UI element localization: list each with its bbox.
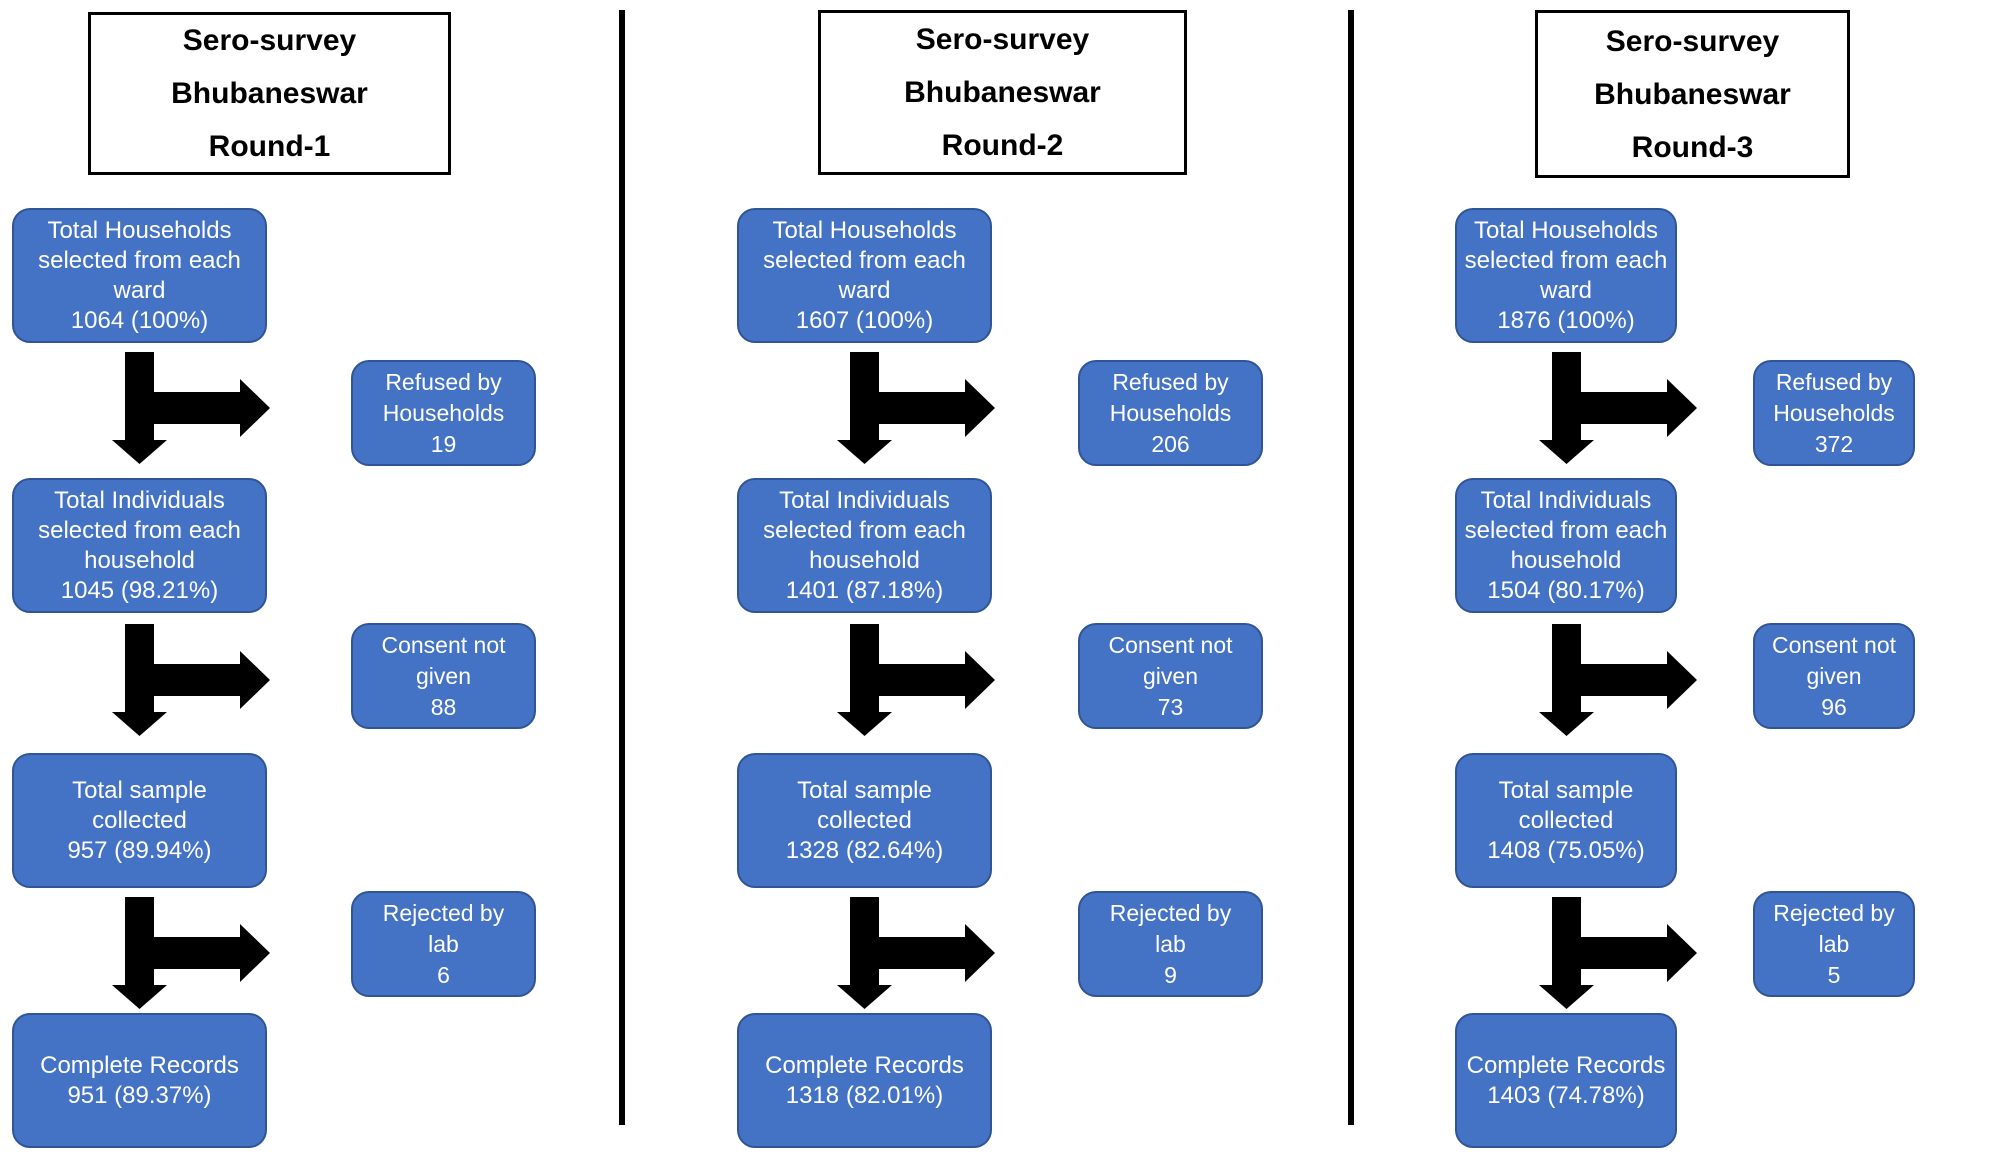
exclusion-box-value: 5	[1827, 961, 1841, 988]
flow-box-total-households-r1: Total Households selected from each ward…	[12, 208, 267, 343]
flow-box-total-individuals-r1: Total Individuals selected from each hou…	[12, 478, 267, 613]
exclusion-box-value: 88	[430, 693, 457, 720]
flow-box-complete-records-r2: Complete Records 1318 (82.01%)	[737, 1013, 992, 1148]
flow-box-total-individuals-r3: Total Individuals selected from each hou…	[1455, 478, 1677, 613]
exclusion-box-consent-r3: Consent not given 96	[1753, 623, 1915, 729]
branch-arrow-icon	[112, 897, 270, 1009]
column-divider	[1348, 10, 1354, 1125]
branch-arrow-icon	[1539, 624, 1697, 736]
exclusion-box-value: 19	[430, 430, 457, 457]
round3-title-box: Sero-survey Bhubaneswar Round-3	[1535, 10, 1850, 178]
exclusion-box-value: 372	[1814, 430, 1854, 457]
branch-arrow-icon	[1539, 897, 1697, 1009]
round2-title-box: Sero-survey Bhubaneswar Round-2	[818, 10, 1187, 175]
round2-title-line1: Sero-survey	[915, 23, 1090, 56]
round1-title-line3: Round-1	[208, 130, 331, 163]
round1-title-line1: Sero-survey	[182, 24, 357, 57]
exclusion-box-value: 73	[1157, 693, 1184, 720]
exclusion-box-value: 206	[1151, 430, 1190, 457]
flow-box-complete-records-r1: Complete Records 951 (89.37%)	[12, 1013, 267, 1148]
exclusion-box-value: 9	[1164, 961, 1177, 988]
flow-box-total-households-r3: Total Households selected from each ward…	[1455, 208, 1677, 343]
flow-box-label: Complete Records	[1466, 1051, 1666, 1079]
exclusion-box-value: 6	[437, 961, 450, 988]
flow-box-total-sample-r2: Total sample collected 1328 (82.64%)	[737, 753, 992, 888]
round3-title-line1: Sero-survey	[1605, 24, 1780, 58]
exclusion-box-refused-r2: Refused by Households 206	[1078, 360, 1263, 466]
flow-box-value: 1607 (100%)	[795, 306, 934, 334]
exclusion-box-refused-r1: Refused by Households 19	[351, 360, 536, 466]
flow-box-complete-records-r3: Complete Records 1403 (74.78%)	[1455, 1013, 1677, 1148]
branch-arrow-icon	[837, 624, 995, 736]
exclusion-box-label: Refused by Households	[1109, 368, 1232, 426]
exclusion-box-label: Refused by Households	[382, 368, 505, 426]
round3-title-line2: Bhubaneswar	[1594, 77, 1791, 111]
branch-arrow-icon	[112, 624, 270, 736]
exclusion-box-label: Refused by Households	[1773, 368, 1895, 426]
exclusion-box-label: Rejected by lab	[1109, 899, 1232, 957]
flow-box-label: Total Individuals selected from each hou…	[38, 486, 241, 574]
exclusion-box-label: Rejected by lab	[382, 899, 505, 957]
flow-box-value: 1064 (100%)	[70, 306, 209, 334]
flow-box-total-individuals-r2: Total Individuals selected from each hou…	[737, 478, 992, 613]
exclusion-box-label: Rejected by lab	[1773, 899, 1895, 957]
round1-title-box: Sero-survey Bhubaneswar Round-1	[88, 12, 451, 175]
column-divider	[619, 10, 625, 1125]
exclusion-box-rejected-r3: Rejected by lab 5	[1753, 891, 1915, 997]
flow-box-value: 1401 (87.18%)	[785, 576, 944, 604]
flow-box-label: Total Households selected from each ward	[38, 216, 241, 304]
flow-box-value: 1876 (100%)	[1497, 306, 1635, 334]
flow-box-label: Complete Records	[765, 1051, 964, 1079]
exclusion-box-rejected-r1: Rejected by lab 6	[351, 891, 536, 997]
flow-box-label: Complete Records	[40, 1051, 239, 1079]
branch-arrow-icon	[837, 897, 995, 1009]
flow-box-label: Total sample collected	[1498, 776, 1634, 834]
branch-arrow-icon	[112, 352, 270, 464]
flow-box-label: Total Households selected from each ward	[1464, 216, 1668, 304]
flow-box-label: Total sample collected	[797, 776, 932, 834]
exclusion-box-label: Consent not given	[381, 631, 506, 689]
flow-box-label: Total sample collected	[72, 776, 207, 834]
flow-box-value: 1318 (82.01%)	[785, 1081, 944, 1109]
round3-title-line3: Round-3	[1631, 130, 1754, 164]
exclusion-box-value: 96	[1821, 693, 1847, 720]
flow-box-total-sample-r1: Total sample collected 957 (89.94%)	[12, 753, 267, 888]
flow-box-value: 1408 (75.05%)	[1487, 836, 1645, 864]
flow-box-value: 957 (89.94%)	[67, 836, 212, 864]
branch-arrow-icon	[1539, 352, 1697, 464]
flow-box-value: 1045 (98.21%)	[60, 576, 219, 604]
flow-box-value: 1504 (80.17%)	[1487, 576, 1645, 604]
flow-box-value: 1328 (82.64%)	[785, 836, 944, 864]
flow-box-label: Total Households selected from each ward	[763, 216, 966, 304]
exclusion-box-label: Consent not given	[1108, 631, 1233, 689]
flow-box-total-households-r2: Total Households selected from each ward…	[737, 208, 992, 343]
flow-box-label: Total Individuals selected from each hou…	[1464, 486, 1668, 574]
exclusion-box-refused-r3: Refused by Households 372	[1753, 360, 1915, 466]
round2-title-line3: Round-2	[941, 129, 1064, 162]
flow-box-label: Total Individuals selected from each hou…	[763, 486, 966, 574]
exclusion-box-rejected-r2: Rejected by lab 9	[1078, 891, 1263, 997]
flow-box-value: 1403 (74.78%)	[1487, 1081, 1645, 1109]
exclusion-box-consent-r2: Consent not given 73	[1078, 623, 1263, 729]
exclusion-box-consent-r1: Consent not given 88	[351, 623, 536, 729]
flow-box-value: 951 (89.37%)	[67, 1081, 212, 1109]
branch-arrow-icon	[837, 352, 995, 464]
exclusion-box-label: Consent not given	[1771, 631, 1897, 689]
round1-title-line2: Bhubaneswar	[171, 77, 368, 110]
round2-title-line2: Bhubaneswar	[904, 76, 1101, 109]
flow-box-total-sample-r3: Total sample collected 1408 (75.05%)	[1455, 753, 1677, 888]
